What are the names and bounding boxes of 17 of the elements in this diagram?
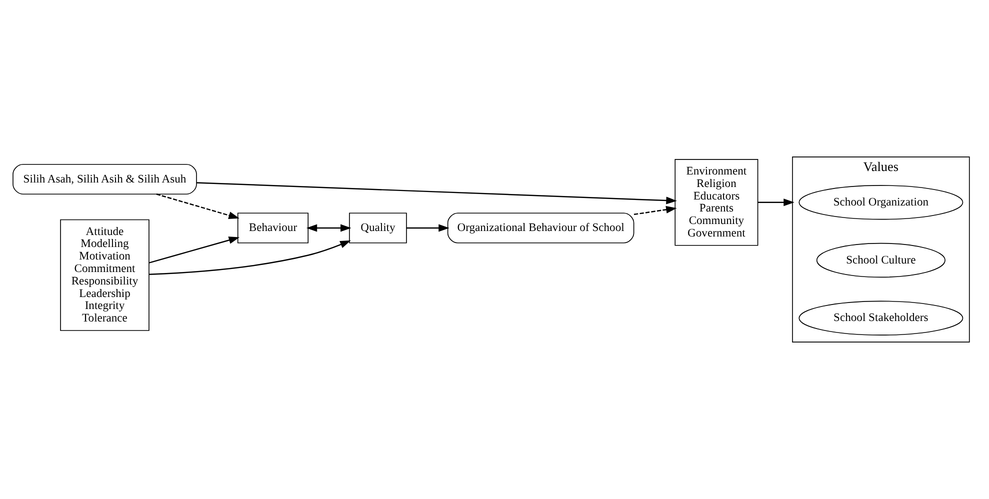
node-box: Attitude Modelling Motivation Commitment Responsibility Leadership Integrity Tolerance — [60, 219, 150, 331]
arrow — [758, 198, 794, 206]
node-box: Behaviour — [237, 212, 309, 244]
node-box: Quality — [349, 212, 407, 244]
arrow — [196, 182, 677, 204]
arrow — [149, 240, 351, 275]
arrow — [156, 194, 240, 220]
node-box: Environment Religion Educators Parents Community Government — [674, 158, 758, 246]
node-ellipse: School Culture — [816, 242, 946, 278]
node-box: Organizational Behaviour of School — [447, 212, 634, 244]
node-ellipse: School Stakeholders — [798, 300, 964, 336]
arrow — [634, 206, 677, 216]
arrow — [148, 236, 240, 264]
node-box: Silih Asah, Silih Asih & Silih Asuh — [12, 164, 197, 195]
arrow — [406, 224, 450, 232]
node-ellipse: School Organization — [798, 185, 964, 220]
arrow — [306, 224, 352, 232]
